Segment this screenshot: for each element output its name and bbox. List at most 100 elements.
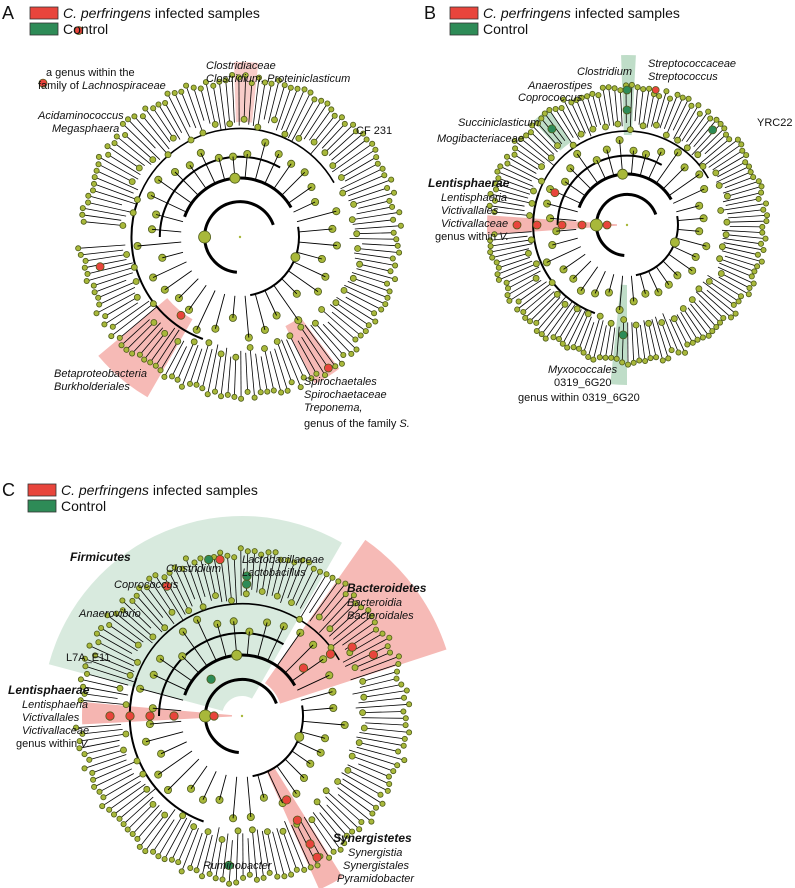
leaf-node <box>696 110 703 117</box>
leaf-node <box>611 85 618 92</box>
infected-node <box>74 26 84 35</box>
branch <box>75 724 122 728</box>
inner-node <box>614 120 622 128</box>
branch <box>84 754 127 769</box>
branch <box>273 163 292 189</box>
leaf-node <box>762 235 769 242</box>
branch <box>490 193 533 204</box>
branch <box>318 583 346 618</box>
branch <box>357 248 400 253</box>
branch <box>303 816 330 858</box>
inner-node <box>722 231 730 239</box>
leaf-node <box>331 112 338 119</box>
branch <box>295 568 315 606</box>
branch <box>244 295 250 338</box>
leaf-node <box>244 388 251 395</box>
branch <box>329 606 362 637</box>
leaf-node <box>564 344 571 351</box>
branch <box>520 138 555 166</box>
leaf-node <box>369 140 376 147</box>
branch <box>546 246 581 263</box>
leaf-node <box>689 339 696 346</box>
leaf-node <box>238 395 245 402</box>
inner-node <box>134 658 141 666</box>
control-node <box>547 124 557 134</box>
branch <box>122 123 161 160</box>
branch <box>583 322 595 353</box>
leaf-node <box>634 84 641 91</box>
branch <box>288 186 312 204</box>
leaf-node <box>311 96 318 103</box>
leaf-node <box>389 203 396 210</box>
branch <box>85 254 127 262</box>
branch <box>648 271 659 293</box>
mid-node <box>186 784 195 793</box>
branch <box>496 252 529 263</box>
mid-node <box>695 201 704 210</box>
infected-node <box>651 86 660 94</box>
branch <box>687 307 710 337</box>
leaf-node <box>341 120 348 127</box>
inner-node <box>212 592 219 599</box>
leaf-node <box>118 342 125 349</box>
leaf-node <box>222 77 229 84</box>
branch <box>525 135 552 159</box>
branch <box>274 348 288 391</box>
inner-node <box>577 130 585 138</box>
leaf-node <box>556 335 563 342</box>
branch <box>99 287 136 305</box>
class-ring <box>532 192 596 315</box>
leaf-node <box>538 115 545 122</box>
leaf-node <box>386 288 393 295</box>
leaf-node <box>91 180 98 187</box>
leaf-node <box>613 355 620 362</box>
inner-node <box>288 599 295 606</box>
branch <box>719 258 755 272</box>
control-node <box>708 125 717 135</box>
leaf-node <box>278 389 285 396</box>
branch <box>144 809 176 852</box>
branch <box>84 658 131 676</box>
inner-node <box>547 154 555 162</box>
inner-node <box>232 353 240 361</box>
branch <box>136 595 166 628</box>
branch <box>509 279 542 302</box>
leaf-node <box>251 548 258 555</box>
branch <box>298 228 333 233</box>
branch <box>322 593 347 622</box>
branch <box>345 296 375 314</box>
leaf-node <box>568 99 575 106</box>
leaf-node <box>108 333 115 340</box>
leaf-node <box>204 391 211 398</box>
branch <box>137 241 182 247</box>
infected-node <box>323 363 333 373</box>
branch <box>352 211 400 220</box>
leaf-node <box>625 361 632 368</box>
branch <box>93 183 138 201</box>
inner-node <box>133 293 141 301</box>
branch <box>648 151 662 179</box>
leaf-node <box>98 625 105 632</box>
leaf-node <box>527 129 534 136</box>
branch <box>592 93 601 126</box>
branch <box>300 820 321 857</box>
leaf-node <box>717 319 724 326</box>
branch <box>507 277 537 296</box>
leaf-node <box>342 580 349 587</box>
branch <box>207 559 216 596</box>
branch <box>310 117 343 154</box>
leaf-node <box>707 115 714 122</box>
branch <box>342 637 390 663</box>
branch <box>85 665 134 683</box>
branch <box>158 815 183 857</box>
class-ring <box>158 155 281 238</box>
branch <box>507 270 541 289</box>
leaf-node <box>212 875 219 882</box>
label-clostridium-c: Clostridium <box>166 563 221 575</box>
branch <box>83 686 129 696</box>
branch <box>142 115 170 150</box>
branch <box>313 115 336 143</box>
branch <box>86 673 129 686</box>
leaf-node <box>343 832 350 839</box>
branch <box>218 81 226 130</box>
